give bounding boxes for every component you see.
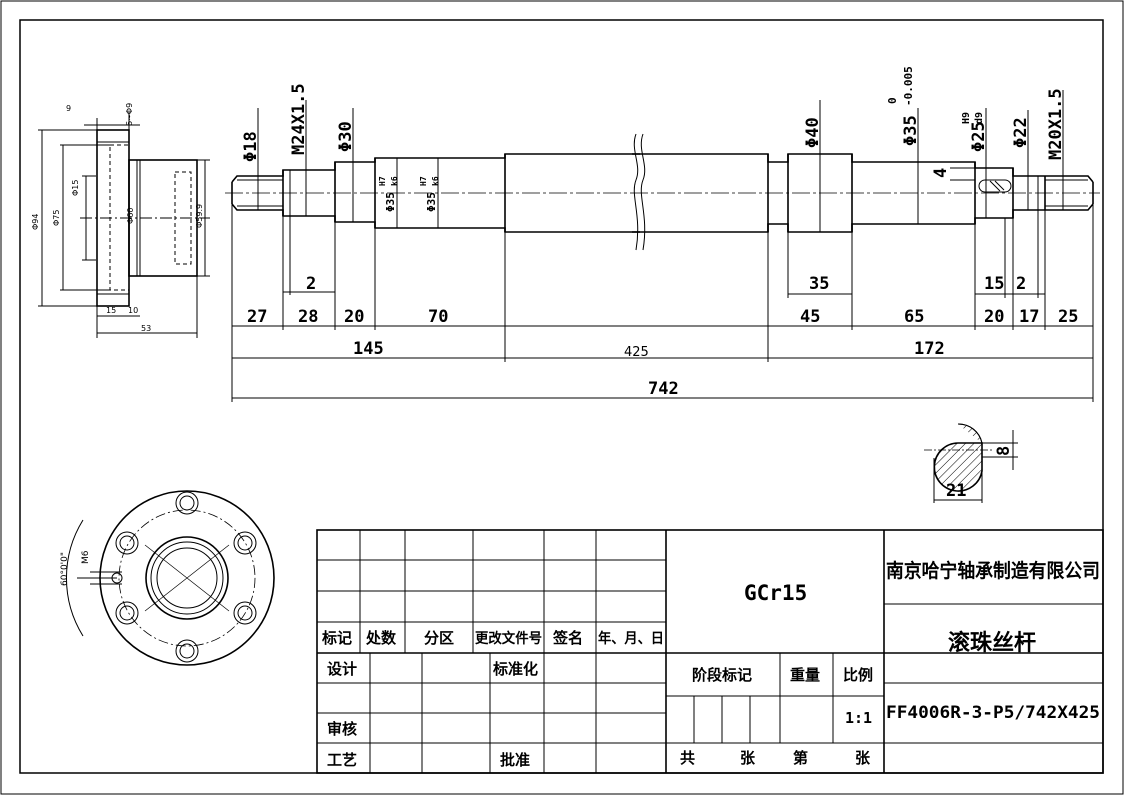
scale-value: 1:1: [845, 709, 872, 727]
title-block-text: GCr15 南京哈宁轴承制造有限公司 滚珠丝杆 FF4006R-3-P5/742…: [321, 559, 1100, 769]
seg-20-a: 20: [344, 307, 364, 327]
dia-35: Φ35: [901, 115, 921, 146]
section-labels: 8 21: [946, 446, 1014, 501]
header-date: 年、月、日: [598, 630, 664, 647]
fit-h9: H9: [961, 112, 972, 124]
fit-35-a: Φ35: [384, 192, 397, 212]
label-d59-9: Φ59.9: [195, 204, 204, 228]
header-count: 处数: [365, 629, 397, 647]
flange-front-view: [65, 490, 275, 666]
label-15: 15: [106, 306, 116, 315]
key-depth-4: 4: [931, 168, 951, 178]
label-approve: 批准: [500, 751, 530, 769]
label-review: 审核: [327, 720, 357, 738]
label-d60: Φ60: [126, 208, 135, 224]
fit-d9: d9: [974, 112, 985, 124]
total-742: 742: [648, 379, 679, 399]
seg-45: 45: [800, 307, 820, 327]
header-signature: 签名: [552, 629, 583, 647]
dia-30: Φ30: [336, 121, 356, 152]
group-172: 172: [914, 339, 945, 359]
dia-40: Φ40: [803, 117, 823, 148]
key-width-8: 8: [994, 446, 1014, 456]
dia-22: Φ22: [1011, 117, 1031, 148]
seg-28: 28: [298, 307, 318, 327]
label-weight: 重量: [790, 666, 820, 684]
label-sheet: 张: [855, 749, 871, 767]
label-d15: Φ15: [71, 180, 80, 196]
fit-35-b: Φ35: [425, 192, 438, 212]
keyway-section: [924, 423, 1018, 503]
shaft-outline: [231, 153, 1094, 233]
seg-25: 25: [1058, 307, 1078, 327]
label-stage-mark: 阶段标记: [692, 666, 752, 684]
dia-18: Φ18: [241, 131, 261, 162]
label-6-holes: 6~Φ9: [125, 103, 134, 126]
material: GCr15: [744, 581, 807, 605]
shaft-details: [225, 90, 1100, 402]
fit-k6-a: k6: [390, 176, 399, 186]
bolt-hole: [115, 601, 139, 625]
seg-15: 15: [984, 274, 1004, 294]
seg-27: 27: [247, 307, 267, 327]
group-425: 425: [624, 345, 649, 360]
bolt-hole: [233, 531, 257, 555]
flange-front-labels: 60°0'0" M6: [60, 550, 91, 586]
label-sheet-no: 第: [793, 749, 808, 767]
fit-k6-b: k6: [431, 176, 440, 186]
dia-m24: M24X1.5: [289, 83, 309, 155]
header-mark: 标记: [321, 629, 352, 647]
drawing-number: FF4006R-3-P5/742X425: [886, 703, 1100, 723]
angle-60: 60°0'0": [60, 552, 70, 586]
seg-20-b: 20: [984, 307, 1004, 327]
fit-h7-b: H7: [419, 176, 428, 186]
seg-17: 17: [1019, 307, 1039, 327]
label-d75: Φ75: [52, 210, 61, 226]
company-name: 南京哈宁轴承制造有限公司: [886, 559, 1100, 582]
seg-70: 70: [428, 307, 448, 327]
label-sheets: 张: [740, 749, 756, 767]
dia-m20: M20X1.5: [1046, 88, 1066, 160]
bolt-hole: [233, 601, 257, 625]
thread-m6: M6: [81, 550, 91, 564]
label-top-9: 9: [66, 104, 71, 113]
shaft-labels: Φ18 M24X1.5 Φ30 Φ40 Φ35 0 -0.005 Φ25 H9 …: [241, 66, 1078, 399]
flange-side-view: [38, 112, 210, 338]
label-design: 设计: [327, 660, 357, 678]
label-d94: Φ94: [31, 214, 40, 230]
fit-h7-a: H7: [378, 176, 387, 186]
label-53: 53: [141, 324, 151, 333]
header-zone: 分区: [424, 629, 454, 647]
inner-border: [19, 19, 1104, 774]
label-scale: 比例: [843, 666, 873, 684]
part-name: 滚珠丝杆: [948, 630, 1036, 656]
seg-2-right: 2: [1016, 274, 1026, 294]
title-block-lines: [316, 529, 1104, 774]
label-total: 共: [680, 749, 695, 767]
group-145: 145: [353, 339, 384, 359]
bolt-hole: [115, 531, 139, 555]
key-depth-21: 21: [946, 481, 966, 501]
header-change-doc: 更改文件号: [475, 630, 542, 647]
dia-25: Φ25: [969, 121, 989, 152]
tol-upper-0: 0: [886, 97, 899, 104]
label-standardize: 标准化: [492, 660, 538, 678]
seg-35: 35: [809, 274, 829, 294]
tol-lower: -0.005: [902, 66, 915, 106]
seg-65: 65: [904, 307, 924, 327]
flange-side-labels: 9 6~Φ9 Φ94 Φ75 Φ15 Φ60 Φ59.9 15 10 53: [31, 103, 204, 333]
bolt-hole: [175, 491, 199, 515]
bolt-hole: [175, 639, 199, 663]
label-process: 工艺: [327, 751, 357, 769]
seg-2-left: 2: [306, 274, 316, 294]
label-10: 10: [128, 306, 138, 315]
